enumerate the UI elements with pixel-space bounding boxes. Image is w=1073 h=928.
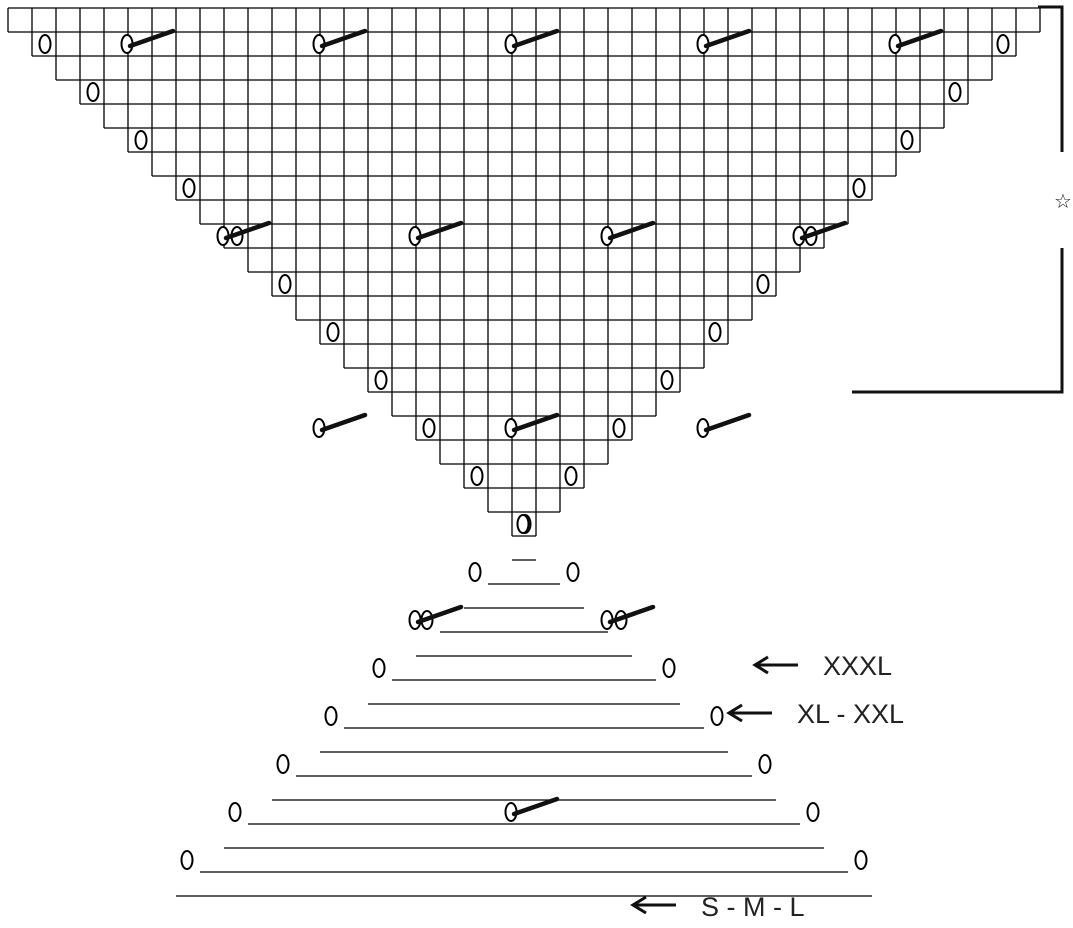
yarn-over-oval [566,562,580,582]
yarn-over-oval [806,802,820,822]
yarn-over-oval [278,274,292,294]
yarn-over-oval [756,274,770,294]
yarn-over-oval [326,322,340,342]
decrease-stroke [511,796,560,817]
decrease-stroke [607,604,656,625]
yarn-over-oval [374,370,388,390]
yarn-over-oval [660,370,674,390]
decrease-stroke [895,28,944,49]
size-marker-xl-xxl: XL - XXL [726,699,904,729]
yarn-over-oval [422,418,436,438]
yarn-over-oval [854,850,868,870]
yarn-over-oval [900,130,914,150]
decrease-stroke [415,220,464,241]
yarn-over-oval [516,514,530,534]
yarn-over-oval [372,658,386,678]
yarn-over-oval [276,754,290,774]
yarn-over-oval [86,82,100,102]
repeat-bracket-bottom [852,248,1064,394]
stitch-grid [7,7,1041,897]
repeat-star-symbol: ☆ [1054,189,1072,213]
yarn-over-oval [612,418,626,438]
decrease-stroke [319,28,368,49]
size-label-xl-xxl: XL - XXL [797,699,904,729]
yarn-over-oval [708,322,722,342]
yarn-over-oval [180,850,194,870]
stitch-symbols [38,28,1010,870]
yarn-over-oval [996,34,1010,54]
yarn-over-oval [564,466,578,486]
decrease-stroke [799,220,848,241]
decrease-stroke [511,412,560,433]
size-label-xxxl: XXXL [823,651,892,681]
yarn-over-oval [710,706,724,726]
decrease-stroke [319,412,368,433]
yarn-over-oval [662,658,676,678]
yarn-over-oval [468,562,482,582]
yarn-over-oval [134,130,148,150]
yarn-over-oval [228,802,242,822]
arrow-left-icon [726,703,772,723]
decrease-stroke [511,28,560,49]
yarn-over-oval [758,754,772,774]
yarn-over-oval [182,178,196,198]
yarn-over-oval [470,466,484,486]
arrow-left-icon [630,895,676,915]
repeat-bracket: ☆ [852,5,1072,394]
yarn-over-oval [38,34,52,54]
decrease-stroke [703,28,752,49]
arrow-left-icon [752,655,798,675]
yarn-over-oval [324,706,338,726]
decrease-stroke [703,412,752,433]
size-marker-xxxl: XXXL [752,651,892,681]
yarn-over-oval [948,82,962,102]
size-label-s-m-l: S - M - L [701,892,805,922]
decrease-stroke [607,220,656,241]
decrease-stroke [223,220,272,241]
yarn-over-oval [852,178,866,198]
size-marker-s-m-l: S - M - L [630,892,805,922]
decrease-stroke [127,28,176,49]
repeat-bracket-top [1038,5,1064,152]
decrease-stroke [415,604,464,625]
